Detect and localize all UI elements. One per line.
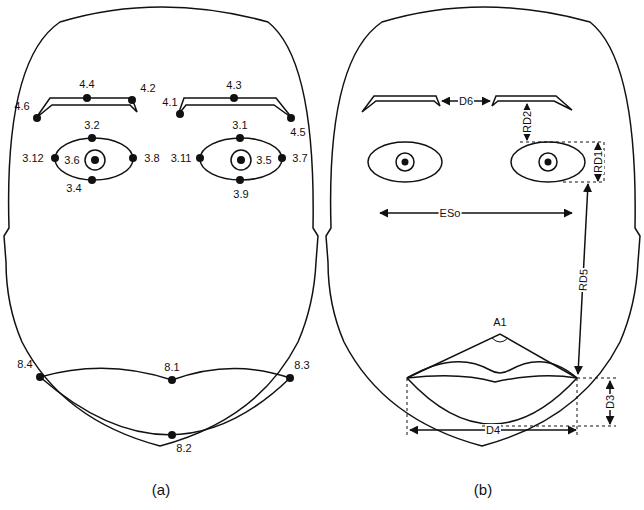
- point-label: 3.6: [64, 154, 79, 166]
- eyebrow: [362, 96, 440, 112]
- point-label: 8.4: [17, 358, 32, 370]
- point-label: 3.12: [22, 152, 43, 164]
- panel-caption: (b): [474, 482, 492, 498]
- dimension-label: D3: [604, 394, 616, 410]
- point-label: 3.2: [84, 119, 99, 131]
- face-outline: [326, 7, 640, 446]
- dimension-label: RD5: [576, 268, 589, 293]
- point-label: 3.7: [292, 152, 307, 164]
- point-label: 8.1: [164, 361, 179, 373]
- point-label: 3.1: [232, 119, 247, 131]
- mouth: [407, 376, 577, 382]
- angle-lines: [407, 334, 577, 378]
- point-label: 4.3: [226, 79, 241, 91]
- eye: [511, 142, 585, 182]
- point-label: 4.6: [14, 100, 29, 112]
- feature-points: [33, 94, 552, 439]
- point-label: 3.11: [171, 152, 192, 164]
- dimension-label: D6: [458, 95, 474, 107]
- point-label: 3.5: [256, 154, 271, 166]
- panel-caption: (a): [152, 482, 170, 498]
- dimension-label: D4: [485, 424, 501, 436]
- point-label: 3.9: [233, 188, 248, 200]
- eye: [368, 142, 442, 182]
- point-label: 3.4: [66, 182, 81, 194]
- point-label: 4.4: [79, 78, 94, 90]
- eye: [200, 138, 282, 180]
- dimension-label: RD1: [592, 150, 604, 174]
- eye: [55, 138, 133, 180]
- mouth: [40, 377, 290, 435]
- point-label: 4.5: [290, 126, 305, 138]
- face-outline: [4, 7, 318, 446]
- point-label: 4.2: [140, 82, 155, 94]
- point-label: A1: [493, 316, 506, 328]
- eyebrow: [492, 96, 572, 110]
- point-label: 3.8: [144, 152, 159, 164]
- mouth: [407, 378, 577, 424]
- point-label: 8.2: [176, 442, 191, 454]
- dimension-label: RD2: [521, 110, 533, 134]
- point-label: 8.3: [294, 359, 309, 371]
- dimension-label: ESo: [439, 207, 462, 219]
- point-label: 4.1: [162, 96, 177, 108]
